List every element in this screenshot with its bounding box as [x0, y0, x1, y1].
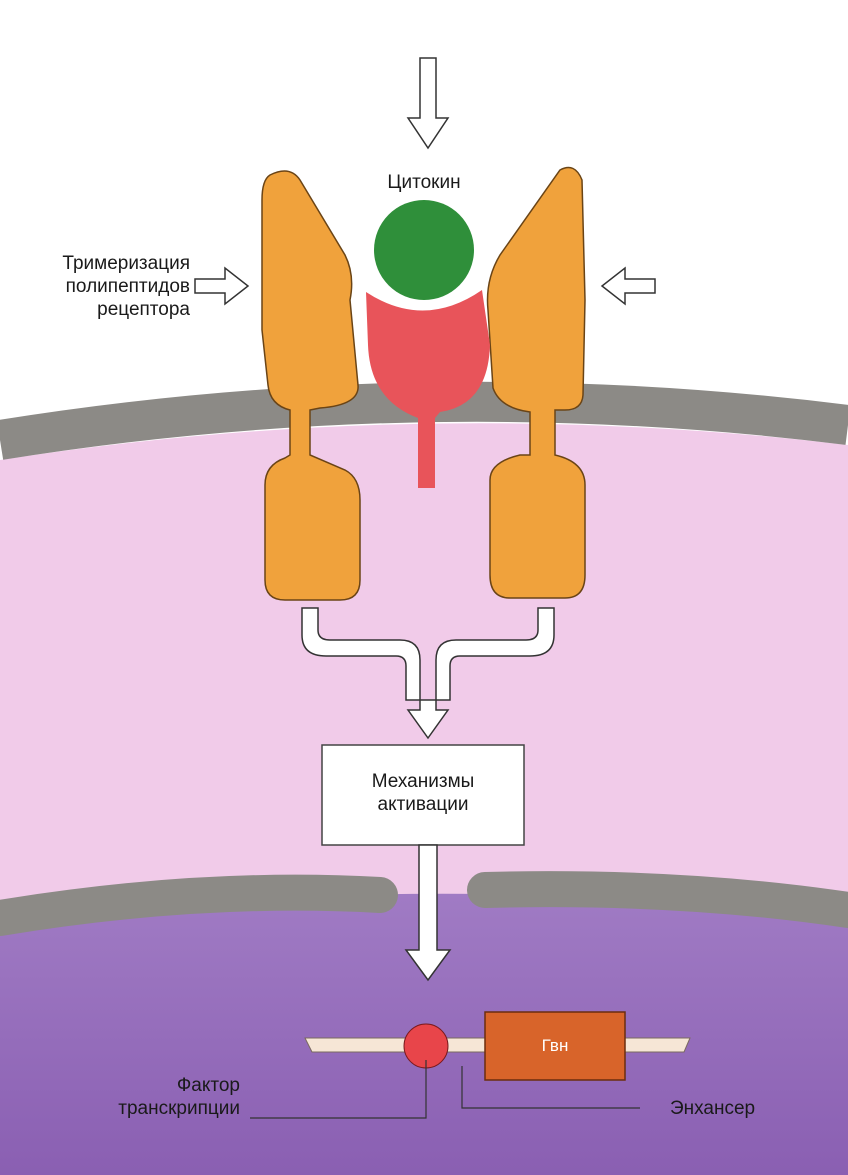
left-arrow-icon	[602, 268, 655, 304]
trimerization-line-2: полипептидов	[10, 275, 190, 298]
trimerization-line-1: Тримеризация	[10, 252, 190, 275]
trimerization-line-3: рецептора	[10, 298, 190, 321]
transcription-factor-label: Фактор транскрипции	[60, 1074, 240, 1120]
cytokine-label: Цитокин	[364, 171, 484, 194]
cytokine-ball	[374, 200, 474, 300]
down-arrow-icon	[408, 58, 448, 148]
receptor-left	[262, 171, 360, 600]
receptor-right	[488, 168, 586, 598]
transcription-factor-line-1: Фактор	[60, 1074, 240, 1097]
gene-label: Гвн	[485, 1034, 625, 1057]
cytokine-text: Цитокин	[387, 172, 460, 193]
transcription-factor-line-2: транскрипции	[60, 1097, 240, 1120]
activation-label: Механизмы активации	[322, 770, 524, 816]
gene-text: Гвн	[542, 1036, 569, 1055]
right-arrow-icon	[195, 268, 248, 304]
enhancer-label: Энхансер	[670, 1097, 810, 1120]
trimerization-label: Тримеризация полипептидов рецептора	[10, 252, 190, 321]
activation-line-2: активации	[322, 793, 524, 816]
enhancer-text: Энхансер	[670, 1098, 755, 1119]
nuclear-membrane-right	[485, 889, 848, 910]
activation-line-1: Механизмы	[322, 770, 524, 793]
